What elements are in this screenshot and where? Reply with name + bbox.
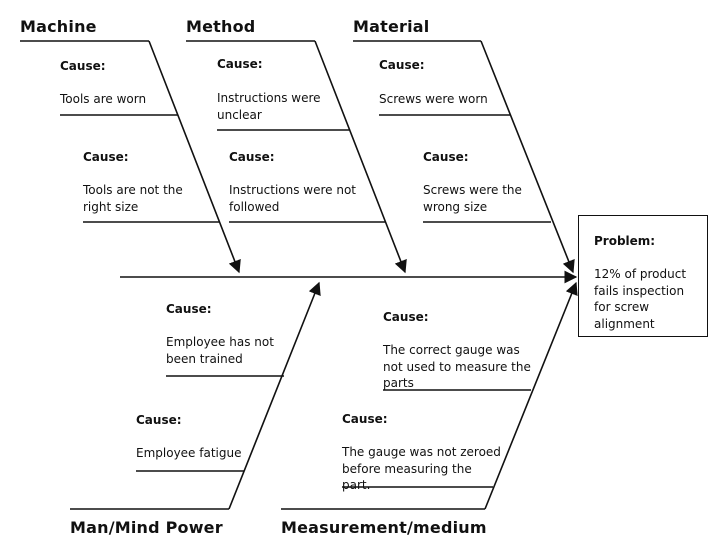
cause-heading: Cause: (229, 150, 275, 164)
cause-text-wrong-gauge: The correct gauge was not used to measur… (383, 343, 531, 390)
material-bone (480, 40, 575, 274)
cause-heading: Cause: (342, 412, 388, 426)
cause-text-tools-worn: Tools are worn (60, 92, 147, 106)
category-measurement: Measurement/medium (281, 518, 487, 537)
cause-heading: Cause: (83, 150, 129, 164)
cause-text-gauge-not-zeroed: The gauge was not zeroed before measurin… (342, 445, 501, 492)
man-bone (228, 281, 321, 510)
cause-text-instructions-unclear: Instructions were unclear (217, 91, 321, 122)
cause-text-screws-worn: Screws were worn (379, 92, 488, 106)
cause-text-tools-wrong-size: Tools are not the right size (83, 183, 183, 214)
cause-text-employee-not-trained: Employee has not been trained (166, 335, 274, 366)
category-material: Material (353, 17, 430, 36)
problem-heading: Problem: (594, 234, 656, 248)
cause-heading: Cause: (136, 413, 182, 427)
cause-heading: Cause: (383, 310, 429, 324)
cause-heading: Cause: (423, 150, 469, 164)
cause-heading: Cause: (60, 59, 106, 73)
cause-heading: Cause: (379, 58, 425, 72)
machine-bone (148, 40, 241, 274)
category-man-mind-power: Man/Mind Power (70, 518, 223, 537)
category-method: Method (186, 17, 256, 36)
cause-heading: Cause: (166, 302, 212, 316)
problem-box: Problem: 12% of product fails inspection… (578, 215, 708, 337)
measurement-bone (484, 281, 578, 510)
cause-text-instructions-not-followed: Instructions were not followed (229, 183, 357, 214)
problem-text: 12% of product fails inspection for scre… (594, 267, 687, 331)
method-bone (314, 40, 407, 274)
cause-text-employee-fatigue: Employee fatigue (136, 446, 242, 460)
cause-text-screws-wrong-size: Screws were the wrong size (423, 183, 522, 214)
cause-heading: Cause: (217, 57, 263, 71)
category-machine: Machine (20, 17, 97, 36)
